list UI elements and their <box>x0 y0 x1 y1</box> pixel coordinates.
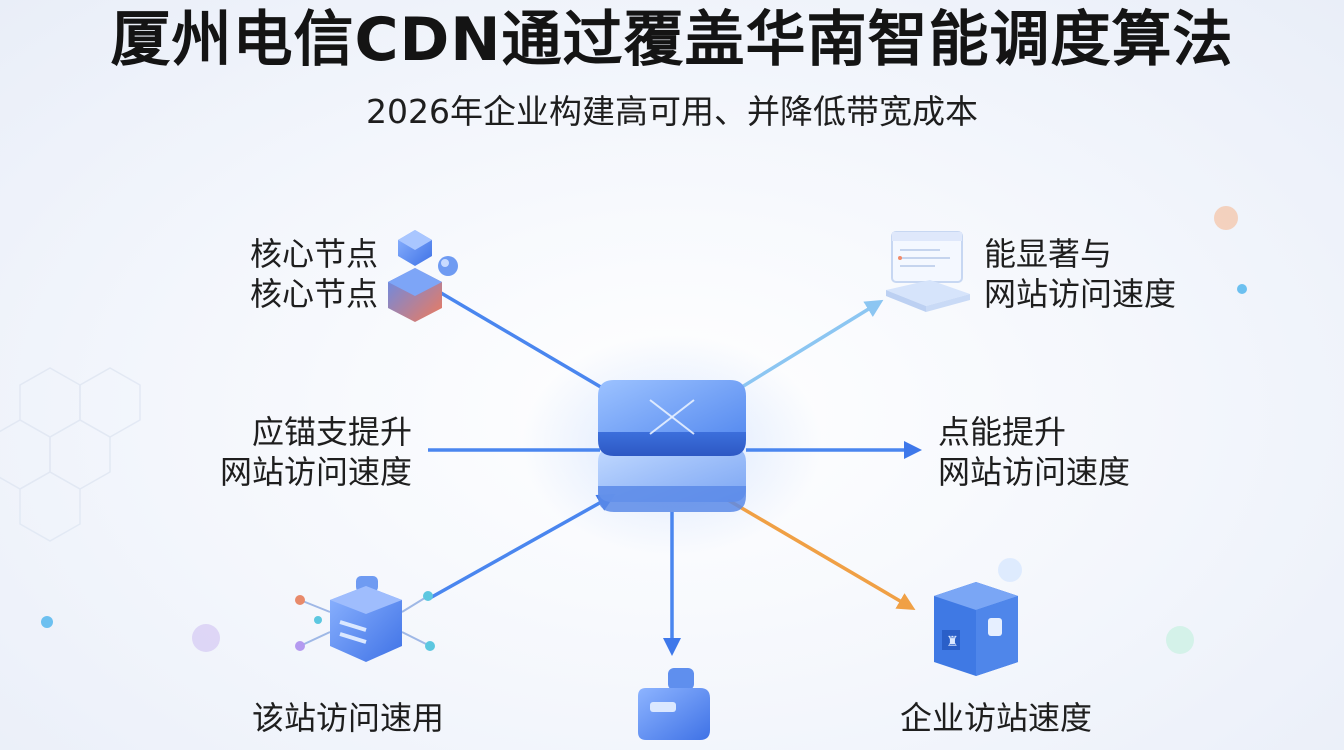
page-subtitle: 2026年企业构建高可用、并降低带宽成本 <box>366 92 978 131</box>
decor-dot <box>1214 206 1238 230</box>
circuit-cube-icon <box>295 576 435 662</box>
node-mid-left-line2: 网站访问速度 <box>219 453 412 491</box>
node-top-right-line1: 能显著与 <box>984 235 1113 273</box>
node-top-left-label: 核心节点 核心节点 <box>250 234 378 314</box>
page-title: 厦州电信CDN通过覆盖华南智能调度算法 <box>110 5 1234 75</box>
node-bottom-left-label: 该站访问速用 <box>252 698 444 738</box>
cdn-hub-icon <box>598 380 746 512</box>
arrow-bottom-left <box>429 494 616 600</box>
node-top-right-line2: 网站访问速度 <box>984 275 1177 313</box>
node-mid-left-label: 应锚支提升 网站访问速度 <box>220 412 412 492</box>
node-bottom-right-label: 企业访站速度 <box>900 698 1092 738</box>
hexagon-pattern <box>0 367 141 542</box>
decor-dot <box>1237 284 1247 294</box>
node-mid-right-label: 点能提升 网站访问速度 <box>938 412 1130 492</box>
decor-dot <box>192 624 220 652</box>
arrow-top-left <box>435 288 620 399</box>
decor-dot <box>998 558 1022 582</box>
server-box-icon: ♜ <box>934 582 1018 676</box>
node-mid-right-line1: 点能提升 <box>938 413 1067 451</box>
arrow-top-right <box>723 299 884 400</box>
cube-cluster-icon <box>388 230 458 322</box>
node-bottom-left-line1: 该站访问速用 <box>252 699 445 737</box>
arrow-bottom-right <box>727 498 916 611</box>
node-bottom-right-line1: 企业访站速度 <box>900 699 1093 737</box>
node-top-left-line1: 核心节点 <box>249 235 378 273</box>
node-top-left-line2: 核心节点 <box>249 275 378 313</box>
monitor-dashboard-icon <box>886 231 970 312</box>
svg-text:♜: ♜ <box>946 634 959 650</box>
decor-dot <box>41 616 53 628</box>
node-mid-left-line1: 应锚支提升 <box>251 413 412 451</box>
connector-block-icon <box>638 668 710 740</box>
node-top-right-label: 能显著与 网站访问速度 <box>984 234 1176 314</box>
node-mid-right-line2: 网站访问速度 <box>938 453 1131 491</box>
decor-dot <box>1166 626 1194 654</box>
